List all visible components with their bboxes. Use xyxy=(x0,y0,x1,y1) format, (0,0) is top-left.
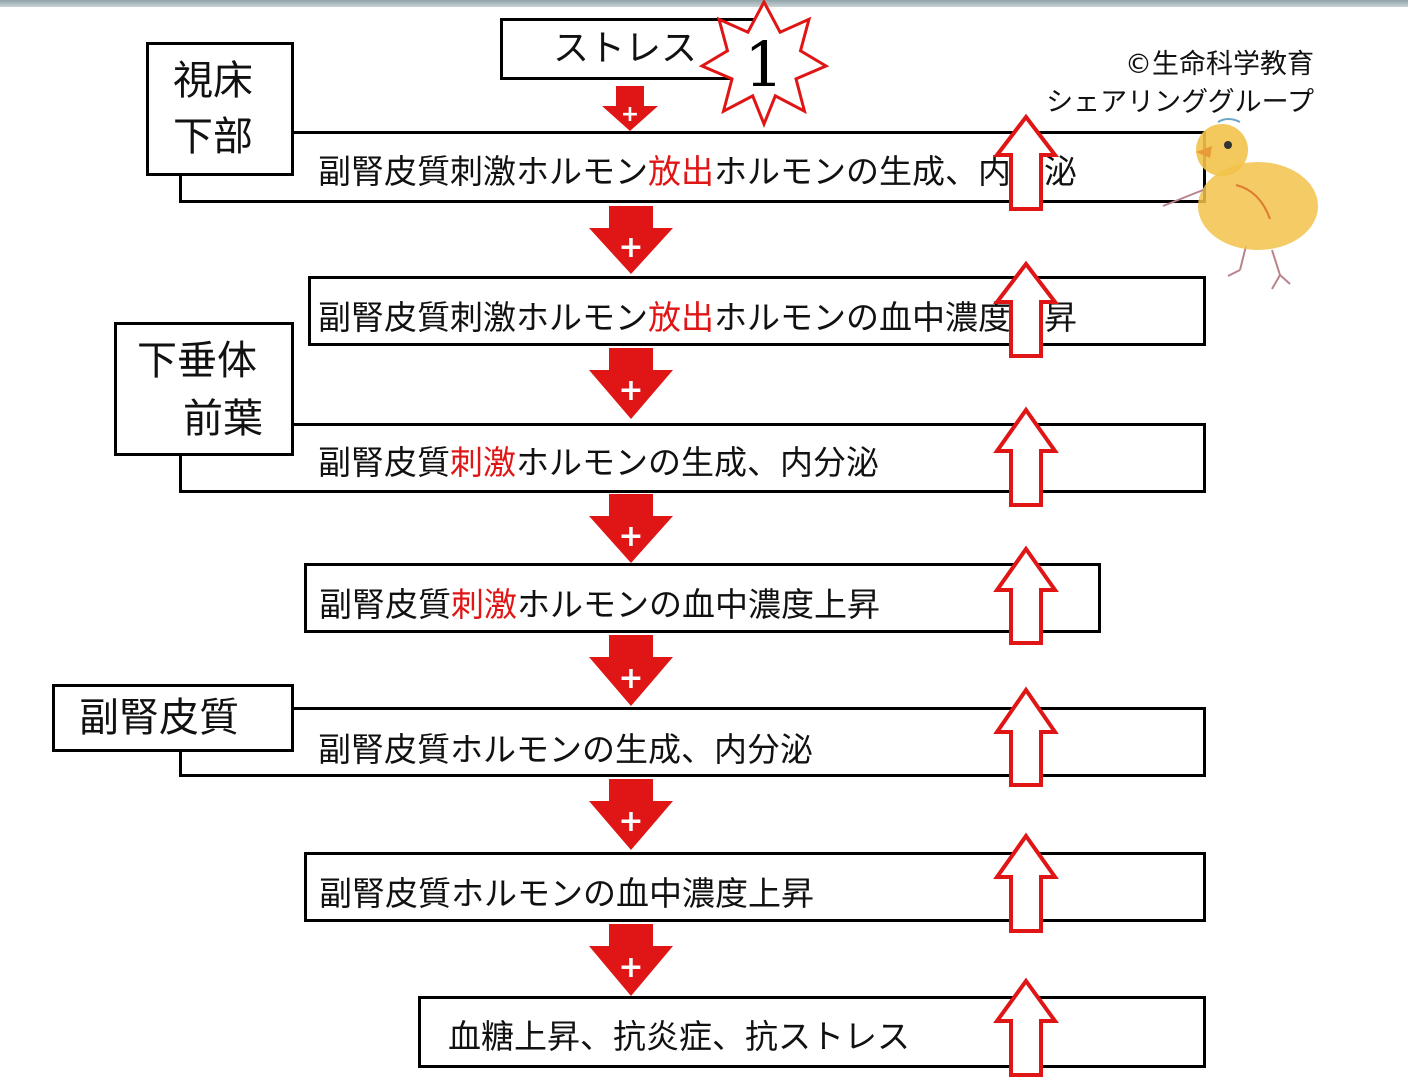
copyright-line2: シェアリンググループ xyxy=(1046,87,1314,118)
up-arrow-4 xyxy=(993,545,1059,645)
starburst-badge: 1 xyxy=(698,0,830,129)
top-gradient-bar xyxy=(0,0,1408,7)
up-arrow-3 xyxy=(993,406,1059,507)
down-arrow-6: + xyxy=(589,924,673,996)
region-hypothalamus-line1: 視床 xyxy=(173,58,253,104)
region-adrenal-cortex: 副腎皮質 xyxy=(52,684,294,752)
up-arrow-7 xyxy=(993,977,1059,1077)
up-arrow-6 xyxy=(993,832,1059,933)
chick-illustration xyxy=(1162,118,1318,290)
up-arrow-1 xyxy=(992,113,1060,211)
down-arrow-3: + xyxy=(589,494,673,563)
plus-sign: + xyxy=(618,950,643,985)
plus-sign: + xyxy=(618,804,643,839)
step-box-6: 副腎皮質ホルモンの血中濃度上昇 xyxy=(304,852,1206,922)
region-anterior-pituitary-line2: 前葉 xyxy=(183,396,263,442)
step-box-7: 血糖上昇、抗炎症、抗ストレス xyxy=(418,996,1206,1068)
step-text-7: 血糖上昇、抗炎症、抗ストレス xyxy=(448,1017,910,1056)
down-arrow-0: + xyxy=(602,86,658,131)
plus-sign: + xyxy=(618,661,643,696)
down-arrow-1: + xyxy=(589,206,673,274)
down-arrow-4: + xyxy=(589,635,673,706)
plus-sign: + xyxy=(618,373,643,408)
plus-sign: + xyxy=(618,230,643,265)
region-anterior-pituitary: 下垂体 前葉 xyxy=(114,322,294,456)
copyright-text: ©生命科学教育 シェアリンググループ xyxy=(980,46,1314,122)
copyright-line1: ©生命科学教育 xyxy=(1125,49,1314,80)
region-adrenal-cortex-label: 副腎皮質 xyxy=(79,695,239,741)
up-arrow-2 xyxy=(992,260,1060,358)
step-text-5: 副腎皮質ホルモンの生成、内分泌 xyxy=(318,730,813,769)
step-text-6: 副腎皮質ホルモンの血中濃度上昇 xyxy=(319,874,814,913)
stress-label: ストレス xyxy=(553,28,698,69)
down-arrow-5: + xyxy=(589,779,673,850)
up-arrow-5 xyxy=(993,686,1059,787)
step-text-4: 副腎皮質刺激ホルモンの血中濃度上昇 xyxy=(319,585,880,624)
badge-number: 1 xyxy=(744,28,783,101)
plus-sign: + xyxy=(621,102,639,127)
region-hypothalamus: 視床 下部 xyxy=(146,42,294,176)
region-anterior-pituitary-line1: 下垂体 xyxy=(137,338,257,384)
region-hypothalamus-line2: 下部 xyxy=(173,114,253,160)
step-text-3: 副腎皮質刺激ホルモンの生成、内分泌 xyxy=(318,443,879,482)
down-arrow-2: + xyxy=(589,348,673,419)
plus-sign: + xyxy=(618,519,643,554)
step-box-4: 副腎皮質刺激ホルモンの血中濃度上昇 xyxy=(304,563,1101,633)
